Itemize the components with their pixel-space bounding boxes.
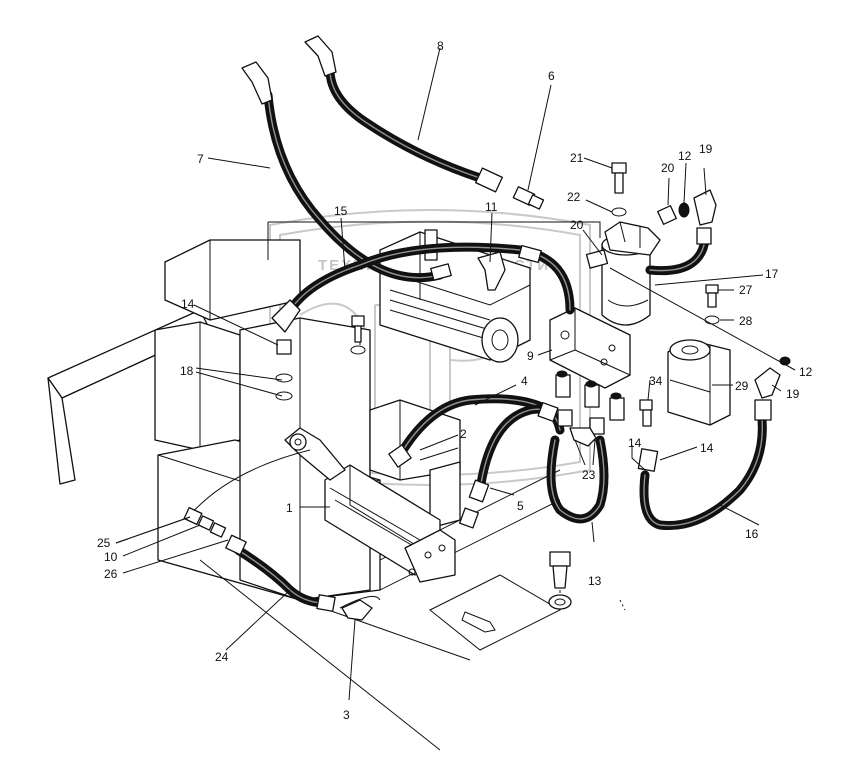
callout-14-right: 14 <box>700 441 714 455</box>
callout-23: 23 <box>582 468 596 482</box>
fittings <box>183 35 791 633</box>
distributor-block <box>549 307 631 389</box>
hydraulic-cylinder <box>284 427 456 583</box>
hose-8 <box>325 65 485 183</box>
callout-17: 17 <box>765 267 779 281</box>
hose-16 <box>639 415 767 531</box>
callout-24: 24 <box>215 650 229 664</box>
callout-20-left: 20 <box>570 218 584 232</box>
callout-18: 18 <box>180 364 194 378</box>
callout-10: 10 <box>104 550 118 564</box>
callout-1: 1 <box>286 501 293 515</box>
callout-29: 29 <box>735 379 749 393</box>
callout-4: 4 <box>521 374 528 388</box>
callout-20-top: 20 <box>661 161 675 175</box>
callout-28: 28 <box>739 314 753 328</box>
leader-lines <box>115 47 796 701</box>
callout-9: 9 <box>527 349 534 363</box>
callout-5: 5 <box>517 499 524 513</box>
callout-21: 21 <box>570 151 584 165</box>
callout-12-top: 12 <box>678 149 692 163</box>
callout-6: 6 <box>548 69 555 83</box>
callout-7: 7 <box>197 152 204 166</box>
callout-3: 3 <box>343 708 350 722</box>
callout-19-right: 19 <box>786 387 800 401</box>
callout-13: 13 <box>588 574 602 588</box>
callout-14-mid: 14 <box>628 436 642 450</box>
hose-13 <box>546 435 609 524</box>
callout-27: 27 <box>739 283 753 297</box>
callout-14-left: 14 <box>181 297 195 311</box>
callout-11: 11 <box>485 200 498 214</box>
callout-34: 34 <box>649 374 663 388</box>
callout-8: 8 <box>437 39 444 53</box>
valve-unit <box>667 339 731 426</box>
callout-16: 16 <box>745 527 759 541</box>
callout-22: 22 <box>567 190 581 204</box>
hoses <box>189 65 767 609</box>
callout-15: 15 <box>334 204 348 218</box>
callout-labels: 1 2 3 4 5 6 7 8 9 10 11 12 12 13 14 14 1… <box>97 39 813 722</box>
callout-26: 26 <box>104 567 118 581</box>
callout-25: 25 <box>97 536 111 550</box>
callout-12-right: 12 <box>799 365 813 379</box>
callout-2: 2 <box>460 427 467 441</box>
callout-19-top: 19 <box>699 142 713 156</box>
hydraulic-filter <box>601 221 661 326</box>
